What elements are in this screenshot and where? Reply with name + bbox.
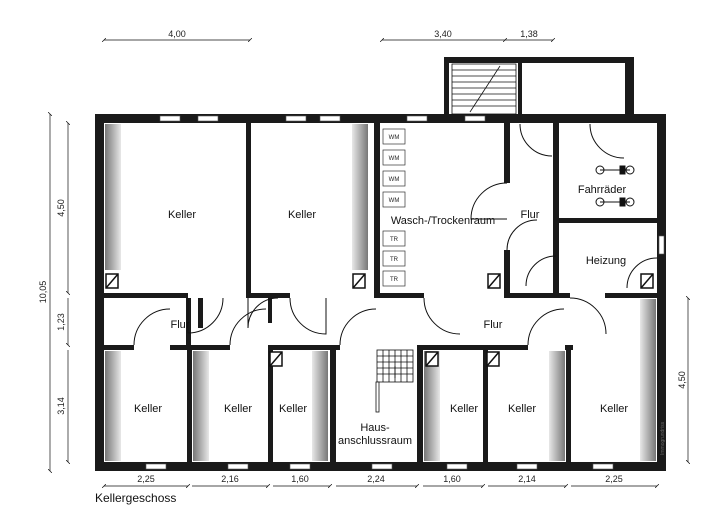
dim-bottom-1: 2,25 <box>137 474 155 484</box>
appliance-box <box>382 191 406 208</box>
appliance-label: TR <box>390 277 399 283</box>
label-keller-b5: Keller <box>508 403 536 415</box>
label-hausanschluss-1: Haus- <box>360 422 390 434</box>
appliance-label: TR <box>390 257 399 263</box>
label-waschraum: Wasch-/Trockenraum <box>391 215 495 227</box>
dim-bottom-4: 2,24 <box>367 474 385 484</box>
label-flur-middle: Flur <box>484 319 503 331</box>
credit-text: Immogrundriss <box>660 421 666 455</box>
appliance-label: TR <box>390 237 399 243</box>
label-fahrraeder: Fahrräder <box>578 184 627 196</box>
label-keller-b1: Keller <box>134 403 162 415</box>
label-keller-b3: Keller <box>279 403 307 415</box>
dim-left-2: 1,23 <box>56 313 66 331</box>
label-keller-b6: Keller <box>600 403 628 415</box>
label-hausanschluss-2: anschlussraum <box>338 435 412 447</box>
dimension-lines <box>50 40 688 486</box>
label-keller-b4: Keller <box>450 403 478 415</box>
dim-left-1: 4,50 <box>56 199 66 217</box>
dim-bottom-3: 1,60 <box>291 474 309 484</box>
interior-stairs <box>375 349 414 413</box>
appliance-label: WM <box>389 135 400 141</box>
dim-right: 4,50 <box>677 371 687 389</box>
appliance-box <box>382 230 406 247</box>
appliance-label: WM <box>389 156 400 162</box>
dim-bottom-6: 2,14 <box>518 474 536 484</box>
doors <box>133 123 658 346</box>
shelves <box>105 124 656 461</box>
bicycle-icons <box>595 165 635 207</box>
dim-top-1: 4,00 <box>168 29 186 39</box>
dim-left-3: 3,14 <box>56 397 66 415</box>
appliance-label: WM <box>389 177 400 183</box>
label-keller-top-left: Keller <box>168 209 196 221</box>
room-labels: Keller Keller Wasch-/Trockenraum Flur Fa… <box>134 184 628 447</box>
appliance-box <box>382 270 406 287</box>
dim-bottom-5: 1,60 <box>443 474 461 484</box>
dim-top-2: 3,40 <box>434 29 452 39</box>
dim-left-total: 10,05 <box>38 281 48 304</box>
dim-bottom-2: 2,16 <box>221 474 239 484</box>
dimension-labels: 4,00 3,40 1,38 2,25 2,16 1,60 2,24 1,60 … <box>38 29 687 484</box>
windows <box>145 115 665 470</box>
appliance-list: WM WM WM WM TR TR TR <box>382 128 406 287</box>
label-keller-top-mid: Keller <box>288 209 316 221</box>
label-keller-b2: Keller <box>224 403 252 415</box>
appliance-box <box>382 149 406 166</box>
appliance-box <box>382 250 406 267</box>
appliance-box <box>382 170 406 187</box>
annex-stairs <box>451 63 517 115</box>
label-heizung: Heizung <box>586 255 626 267</box>
dim-bottom-7: 2,25 <box>605 474 623 484</box>
walls <box>95 57 666 471</box>
label-flur-left: Flur <box>171 319 190 331</box>
plan-title: Kellergeschoss <box>95 491 176 505</box>
dim-top-3: 1,38 <box>520 29 538 39</box>
label-flur-right: Flur <box>521 209 540 221</box>
appliance-box <box>382 128 406 145</box>
shafts <box>105 273 654 367</box>
appliance-label: WM <box>389 198 400 204</box>
